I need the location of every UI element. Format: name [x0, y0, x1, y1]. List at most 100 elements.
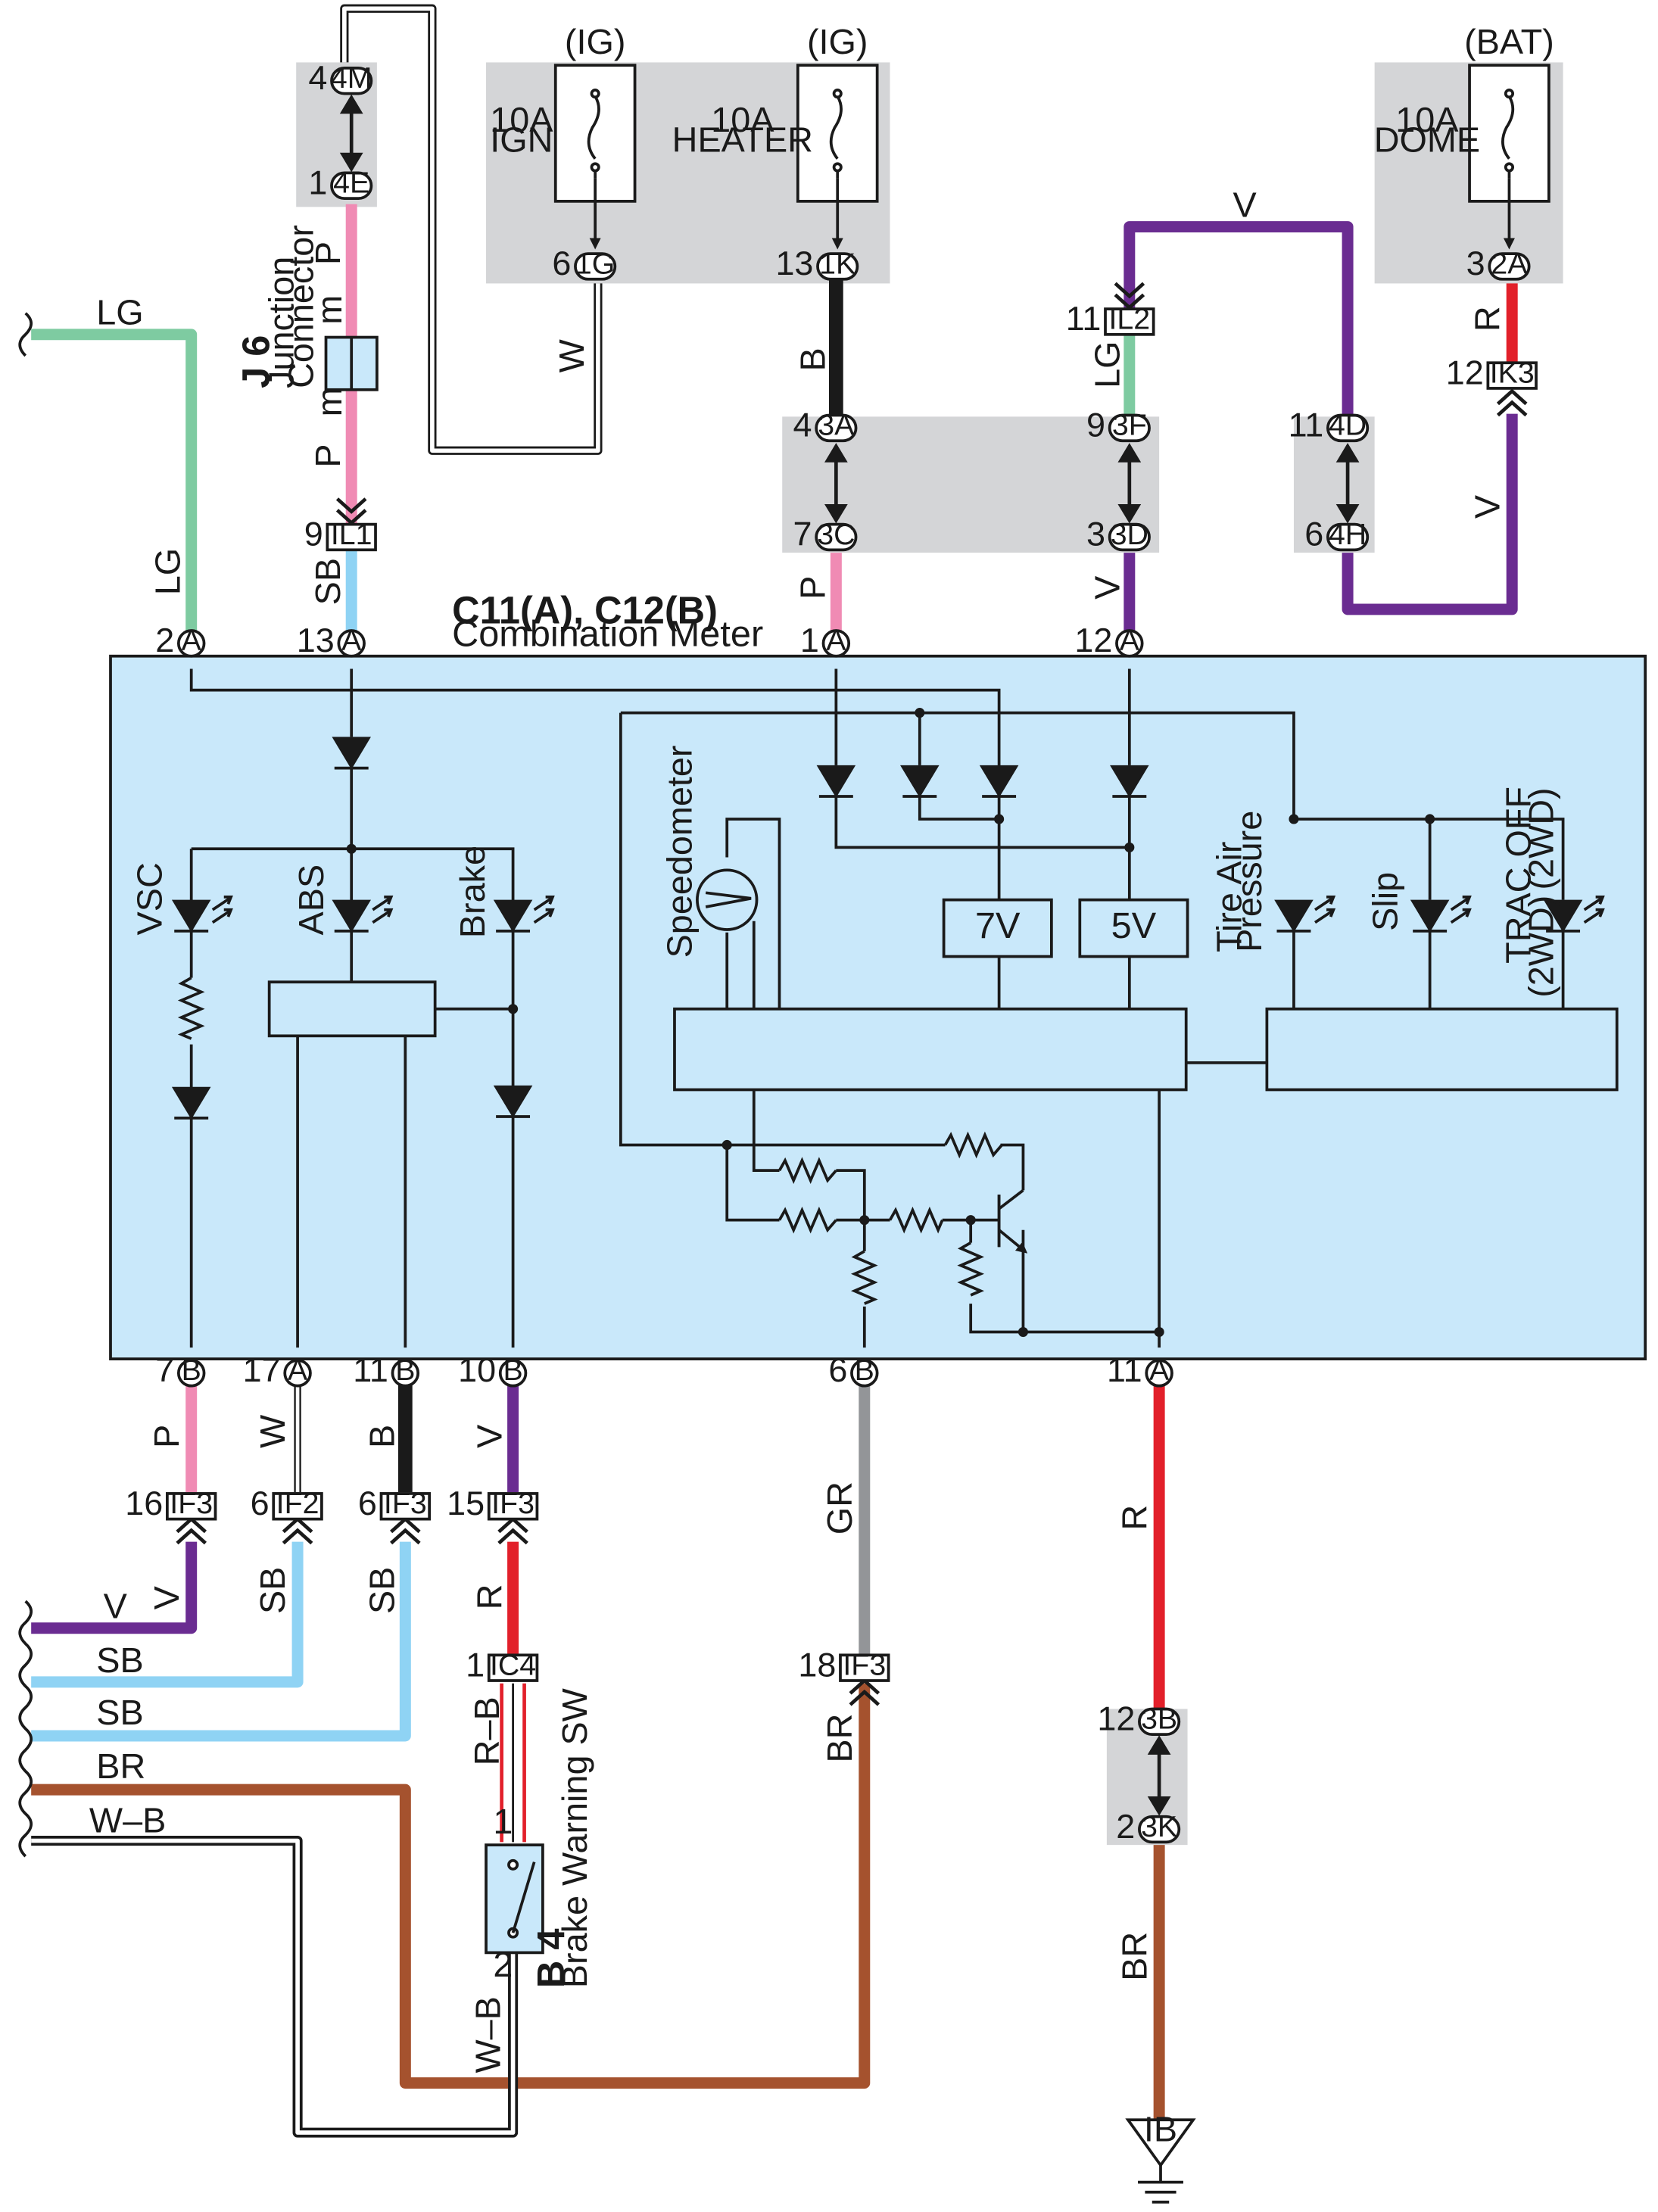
wire-label-hwb: W–B — [89, 1800, 166, 1840]
wire-label-rb: R–B — [467, 1696, 506, 1765]
brake-warning-switch — [485, 1843, 544, 1955]
connector-mA2: A2 — [155, 621, 206, 659]
connector-code: IF2 — [276, 1487, 319, 1520]
connector-mA12: A12 — [1074, 621, 1144, 659]
connector-code: 3A — [818, 409, 855, 442]
connector-pin: 1 — [800, 621, 819, 659]
connector-pin: 16 — [125, 1484, 163, 1522]
regulator-5v — [1078, 898, 1189, 958]
connector-pin: 7 — [155, 1351, 174, 1389]
wire-label-b2: B — [362, 1425, 401, 1448]
connector-mA11: A11 — [1107, 1351, 1173, 1389]
connector-code: B — [395, 1354, 415, 1387]
meter-title-name: Combination Meter — [452, 614, 763, 655]
connector-pin: 2 — [155, 621, 174, 659]
indicator-trac1: TRAC OFF — [1499, 787, 1538, 964]
connector-code: 4M — [331, 61, 372, 95]
connector-code: 4E — [333, 167, 369, 200]
wire-label-lg-side: LG — [148, 548, 188, 595]
resistors — [177, 976, 1003, 1305]
wire-label-p4: P — [147, 1425, 186, 1448]
connector-code: 1K — [819, 247, 855, 280]
junction-connector-j6 — [324, 335, 379, 391]
indicator-tire1: Tire Air — [1210, 841, 1249, 952]
ground-label: IB — [1144, 2109, 1177, 2148]
diodes — [171, 737, 1149, 1120]
regulator-7v-label: 7V — [975, 905, 1021, 946]
connector-pin: 3 — [1086, 515, 1105, 553]
wire-label-p2: P — [308, 444, 347, 468]
ground-symbol — [1125, 2118, 1196, 2204]
connector-code: 2A — [1491, 247, 1528, 280]
meter-internal-circuit — [189, 668, 1565, 1348]
connector-code: IF3 — [491, 1487, 534, 1520]
meter-ics — [267, 898, 1619, 1092]
wire-label-hbr: BR — [96, 1746, 145, 1786]
connector-code: IK3 — [1490, 356, 1535, 389]
harness-break-marks — [18, 312, 33, 1858]
wire-label-sb1: SB — [308, 558, 347, 605]
indicator-tire2: Pressure — [1229, 811, 1269, 952]
connector-code: IL1 — [331, 518, 372, 551]
wire-v-top — [1124, 221, 1354, 420]
connector-pin: 6 — [1304, 515, 1323, 553]
wire-sb-harness-2 — [31, 1541, 411, 1742]
bat-state: (BAT) — [1464, 22, 1554, 61]
wire-lg-left — [31, 329, 198, 634]
ig2-state: (IG) — [807, 22, 868, 61]
connector-code: IL2 — [1109, 302, 1151, 335]
connector-c4m: 4M4 — [308, 58, 373, 97]
wire-label-b1: B — [793, 347, 832, 371]
junction-name2: Connector — [282, 225, 321, 388]
indicator-vsc: VSC — [129, 862, 169, 935]
wire-wb-harness-inner — [31, 1838, 516, 2135]
connector-pin: 4 — [793, 406, 812, 444]
wire-label-lg2: LG — [1088, 341, 1127, 388]
connector-pin: 1 — [308, 163, 327, 201]
wire-label-r2: R — [470, 1584, 510, 1610]
junction-name1: Junction — [261, 257, 301, 388]
regulator-5v-label: 5V — [1111, 905, 1157, 946]
connector-code: B — [855, 1354, 874, 1387]
wire-label-w1: W — [552, 339, 591, 372]
brake-sw-pin2: 2 — [493, 1945, 513, 1984]
connector-pin: 13 — [775, 244, 813, 282]
connector-chevrons — [176, 282, 1528, 1706]
connector-code: A — [826, 624, 846, 657]
connector-code: 3B — [1141, 1703, 1177, 1736]
connector-mA13: A13 — [297, 621, 366, 659]
connector-c3a: 3A4 — [793, 406, 858, 444]
connector-pin: 15 — [447, 1484, 485, 1522]
bat-amp: 10A — [1395, 100, 1459, 139]
meter-title: C11(A), C12(B) Combination Meter — [452, 589, 763, 655]
wire-label-v1: V — [1467, 495, 1507, 519]
wire-w-ig-inner — [342, 6, 600, 453]
wire-label-p1: P — [308, 241, 347, 265]
connector-pin: 6 — [251, 1484, 270, 1522]
wires — [31, 4, 1518, 2138]
wire-v-4h — [1342, 413, 1518, 615]
connector-c3k: 3K2 — [1116, 1807, 1181, 1846]
source-labels: (IG) 10A IGN (IG) 10A HEATER (BAT) 10A D… — [490, 22, 1554, 159]
wire-label-v4: V — [147, 1586, 186, 1609]
connector-c4h: 4H6 — [1304, 515, 1370, 553]
connector-code: IF3 — [384, 1487, 427, 1520]
connector-code: 1G — [575, 247, 615, 280]
wire-label-hsb2: SB — [96, 1693, 143, 1732]
connector-code: A — [288, 1354, 308, 1387]
junction-id: J 6 — [235, 335, 278, 388]
wire-wb-harness — [31, 1835, 519, 2138]
connector-code: A — [182, 624, 202, 657]
wire-label-lg-top: LG — [96, 293, 143, 332]
ig1-name: IGN — [490, 120, 553, 159]
connector-pin: 9 — [304, 515, 323, 553]
connector-mA1: A1 — [800, 621, 851, 659]
